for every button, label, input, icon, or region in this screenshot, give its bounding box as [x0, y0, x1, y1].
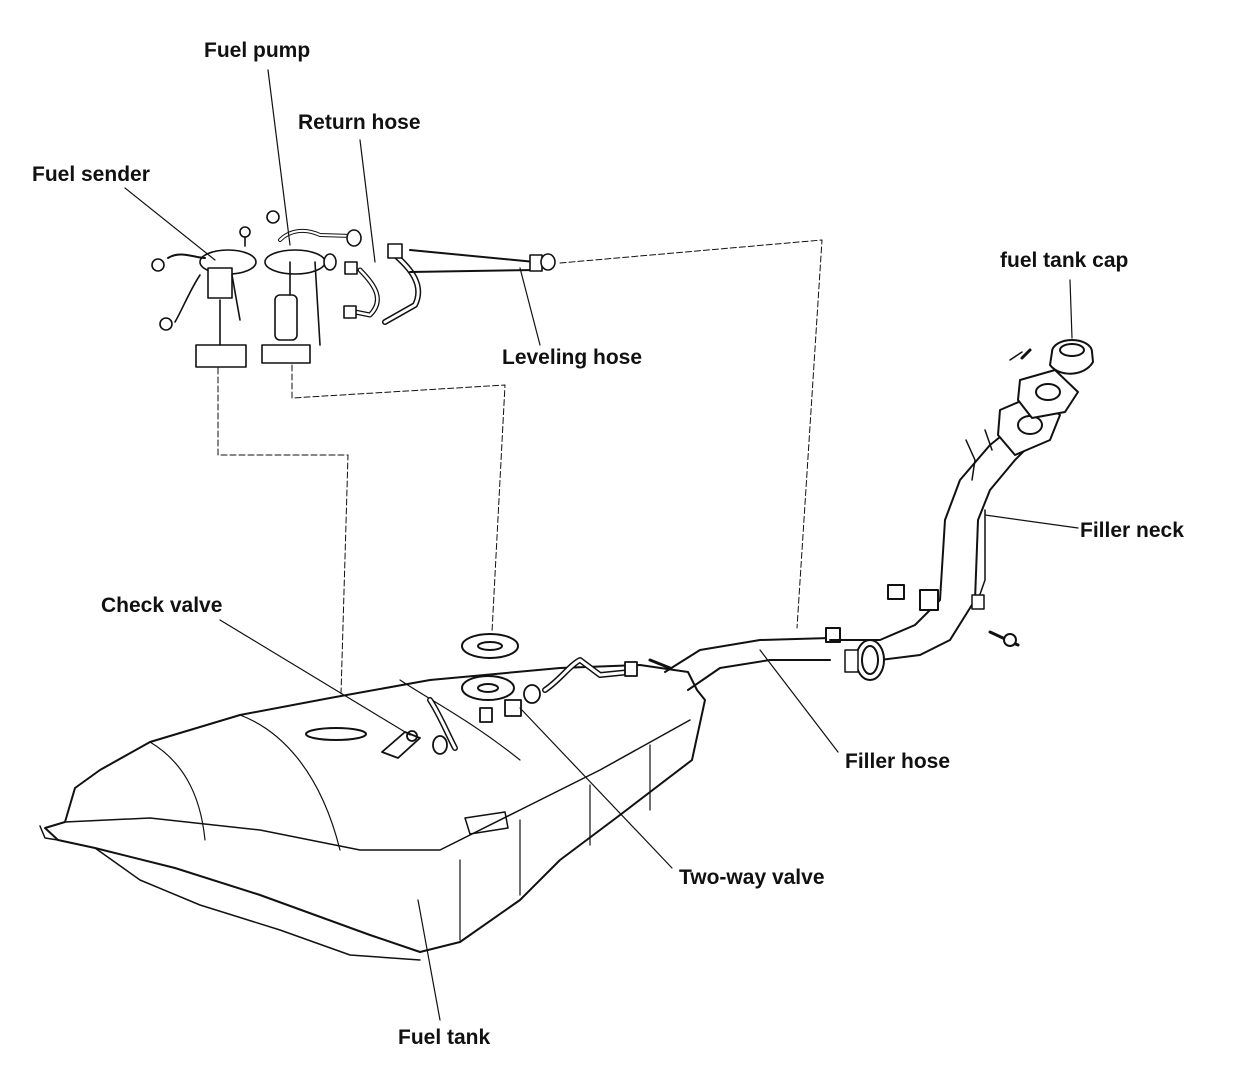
label-check-valve: Check valve [101, 594, 223, 617]
label-return-hose: Return hose [298, 111, 421, 134]
alignment-lines [217, 239, 823, 729]
fuel-tank-part [39, 664, 706, 961]
tank-valves [381, 657, 672, 759]
label-fuel-tank: Fuel tank [398, 1026, 491, 1049]
filler-pipe [664, 339, 1094, 691]
tank-gaskets [461, 633, 519, 701]
label-fuel-sender: Fuel sender [32, 163, 150, 186]
label-two-way-valve: Two-way valve [679, 866, 825, 889]
label-fuel-tank-cap: fuel tank cap [1000, 249, 1129, 272]
pump-assembly [151, 210, 556, 368]
label-leveling-hose: Leveling hose [502, 346, 643, 369]
label-fuel-pump: Fuel pump [204, 39, 311, 62]
label-filler-hose: Filler hose [845, 750, 951, 773]
label-filler-neck: Filler neck [1080, 519, 1184, 542]
leader-lines [124, 69, 1079, 1021]
